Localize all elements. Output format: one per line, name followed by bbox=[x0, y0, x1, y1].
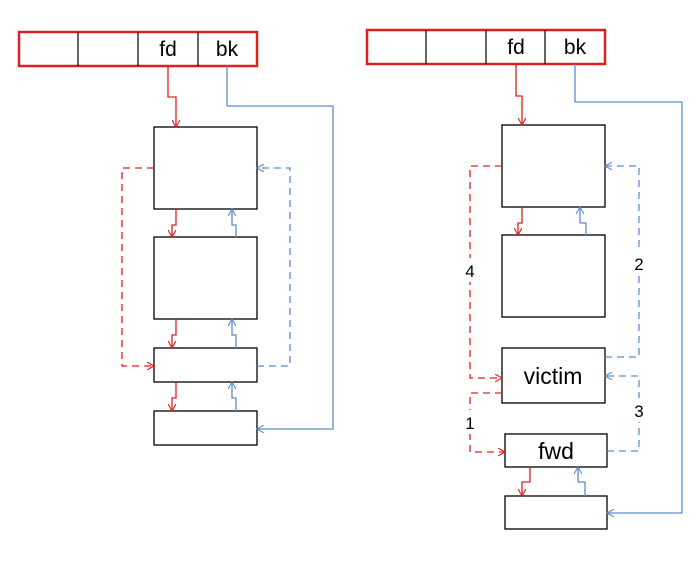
left-bk-chunk4-to-chunk3 bbox=[232, 382, 237, 411]
left-chunk-3 bbox=[153, 347, 258, 383]
left-bk-chunk3-to-chunk2 bbox=[232, 319, 237, 348]
right-bk-chunk2-to-chunk1 bbox=[580, 207, 587, 235]
right-chunk-last bbox=[504, 495, 608, 530]
left-fd-dashed-chunk1-to-chunk3 bbox=[121, 167, 154, 366]
right-diagram: fd bk victim fwd 4 1 2 3 bbox=[365, 28, 683, 530]
fwd-label: fwd bbox=[538, 438, 574, 464]
step-4-label: 4 bbox=[465, 262, 474, 281]
left-bin-field-bk: bk bbox=[216, 38, 239, 61]
left-chunk-2 bbox=[153, 236, 258, 320]
right-bin-header: fd bk bbox=[365, 28, 607, 66]
step-1-label: 1 bbox=[465, 414, 474, 433]
left-bk-bin-to-chunk4 bbox=[226, 66, 334, 429]
right-bk-bin-to-last bbox=[574, 64, 683, 513]
left-bin-header: fd bk bbox=[17, 30, 259, 68]
right-chunk-1 bbox=[501, 124, 606, 208]
right-bk-dashed-step3 bbox=[605, 376, 640, 452]
step-3-label: 3 bbox=[634, 402, 643, 421]
left-fd-chunk2-to-chunk3 bbox=[172, 319, 177, 348]
left-chunk-1 bbox=[153, 126, 258, 210]
left-diagram: fd bk bbox=[17, 30, 334, 446]
right-chunk-2 bbox=[501, 234, 606, 318]
left-fd-chunk3-to-chunk4 bbox=[172, 382, 177, 411]
right-fd-fwd-to-last bbox=[522, 467, 531, 496]
left-bk-dashed-chunk3-to-chunk1 bbox=[257, 168, 291, 367]
left-bk-chunk2-to-chunk1 bbox=[232, 209, 237, 237]
left-bin-field-fd: fd bbox=[159, 38, 177, 61]
left-fd-bin-to-chunk1 bbox=[167, 66, 176, 127]
step-2-label: 2 bbox=[634, 255, 643, 274]
right-bin-field-fd: fd bbox=[507, 36, 525, 59]
left-fd-chunk1-to-chunk2 bbox=[172, 209, 177, 237]
right-bin-field-bk: bk bbox=[564, 36, 587, 59]
left-chunk-4 bbox=[153, 410, 258, 446]
right-fd-chunk1-to-chunk2 bbox=[518, 207, 523, 235]
right-fd-bin-to-chunk1 bbox=[515, 64, 522, 125]
victim-label: victim bbox=[524, 363, 583, 389]
right-bk-dashed-step2 bbox=[605, 166, 640, 358]
right-bk-last-to-fwd bbox=[578, 467, 586, 496]
right-victim-chunk bbox=[501, 347, 606, 404]
